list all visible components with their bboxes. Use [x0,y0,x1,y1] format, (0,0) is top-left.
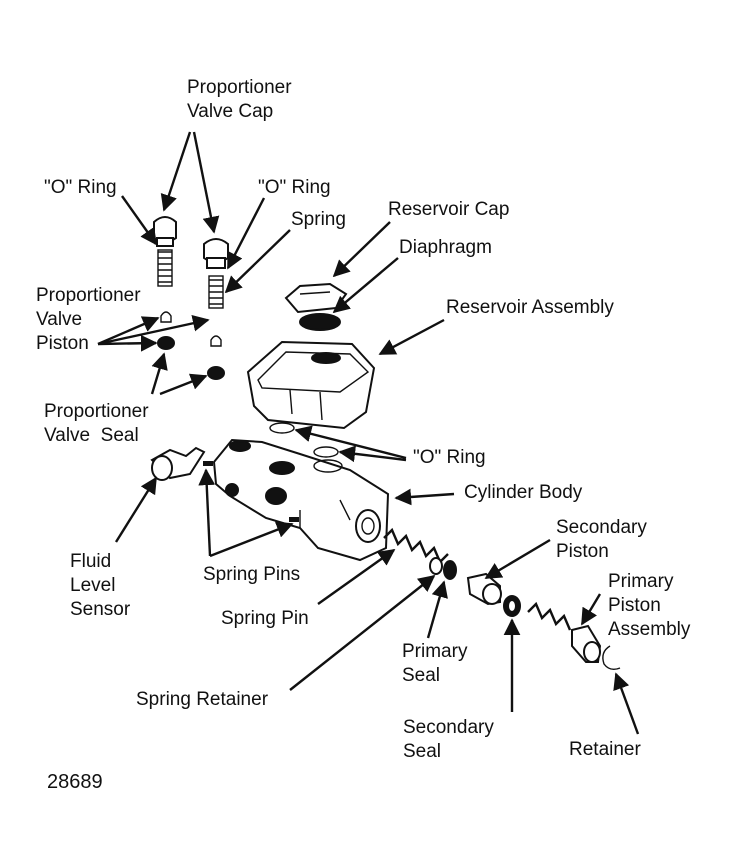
label-line: Primary [608,571,674,592]
label-line: Fluid [70,551,112,572]
label-line: Level [70,575,116,596]
label-reservoir-cap: Reservoir Cap [388,199,510,220]
label-spring: Spring [291,209,346,230]
primary-seal-part [443,560,457,580]
fluid-level-sensor-part [150,446,206,481]
proportioner-spring-right [208,275,224,309]
proportioner-spring-left [157,249,173,287]
label-line: Piston [36,333,89,354]
label-line: Proportioner [36,285,141,306]
label-line: Valve [36,309,83,330]
label-spring-retainer: Spring Retainer [136,689,269,710]
label-line: Secondary [403,717,494,738]
label-spring-pins: Spring Pins [203,564,301,585]
label-primary-seal: Primary Seal [402,640,467,688]
label-secondary-piston: Secondary Piston [556,516,647,564]
label-line: Seal [402,665,441,686]
cylinder-body-part [212,438,390,562]
proportioner-piston-left [160,311,172,323]
figure-number: 28689 [47,771,103,793]
label-spring-pin: Spring Pin [221,608,309,629]
label-line: Primary [402,641,468,662]
proportioner-seal-right [207,366,225,380]
label-line: Piston [556,541,609,562]
label-line: Assembly [608,619,691,640]
label-proportioner-valve-cap: Proportioner Valve Cap [187,76,292,124]
spring-pins-part [203,461,299,522]
label-reservoir-assembly: Reservoir Assembly [446,297,614,318]
diaphragm-part [299,313,341,331]
label-retainer: Retainer [569,739,641,760]
label-primary-piston-assembly: Primary Piston Assembly [608,570,690,642]
label-proportioner-valve-piston: Proportioner Valve Piston [36,284,141,356]
label-o-ring-left: "O" Ring [44,177,117,198]
o-ring-body-2 [313,446,339,458]
o-ring-body-1 [269,422,295,434]
label-o-ring-body: "O" Ring [413,447,486,468]
label-secondary-seal: Secondary Seal [403,716,494,764]
label-line: Proportioner [187,77,292,98]
proportioner-valve-cap-left [153,216,177,247]
proportioner-piston-right [210,335,222,347]
reservoir-cap-part [284,282,348,314]
proportioner-valve-cap-right [203,238,229,269]
label-line: Proportioner [44,401,149,422]
spring-part [383,527,449,565]
label-line: Seal [403,741,442,762]
spring-retainer-part [429,557,443,575]
primary-piston-assembly-part [527,601,602,663]
retainer-part [602,645,621,671]
label-diaphragm: Diaphragm [399,237,492,258]
label-line: Piston [608,595,661,616]
reservoir-assembly-part [246,340,376,430]
leader-arrows [97,131,640,735]
label-line: Valve Cap [187,101,274,122]
label-line: Sensor [70,599,131,620]
label-fluid-level-sensor: Fluid Level Sensor [70,550,130,622]
label-line: Valve Seal [44,425,139,446]
secondary-piston-part [466,572,502,606]
label-o-ring-right: "O" Ring [258,177,331,198]
proportioner-seal-left [157,336,175,350]
label-cylinder-body: Cylinder Body [464,482,583,503]
label-proportioner-valve-seal: Proportioner Valve Seal [44,400,149,448]
label-line: Secondary [556,517,647,538]
